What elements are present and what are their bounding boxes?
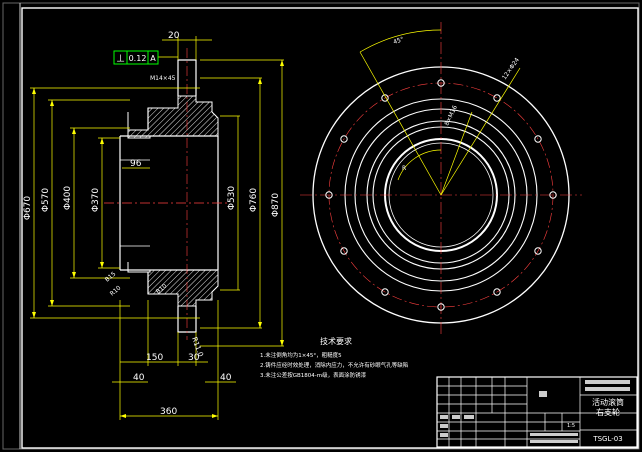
notes-item-3: 3.未注公差按GB1804-m级，表面涂防锈漆 bbox=[260, 371, 367, 379]
front-radius-label: R bbox=[402, 165, 406, 172]
dim-dia-570: Φ570 bbox=[41, 188, 51, 213]
drawing-scale: 1:5 bbox=[567, 423, 575, 429]
dim-dia-760: Φ760 bbox=[249, 188, 259, 213]
geometric-tolerance-frame: ⊥ 0.12 A bbox=[113, 50, 159, 65]
notes-title: 技术要求 bbox=[320, 336, 352, 346]
front-view: 45° 12×Φ24 8×M16 R bbox=[300, 22, 582, 334]
tolerance-symbol: ⊥ bbox=[116, 54, 125, 65]
bolt-holes bbox=[325, 79, 557, 311]
dim-w40a: 40 bbox=[133, 373, 145, 383]
tolerance-value: 0.12 bbox=[129, 54, 147, 63]
dim-bore-depth: 96 bbox=[130, 159, 142, 169]
dimension-extension-lines bbox=[30, 36, 284, 420]
part-name-line2: 右支轮 bbox=[596, 407, 620, 417]
section-view: ⊥ 0.12 A 20 M14×45 Φ670 Φ570 Φ400 Φ370 9… bbox=[23, 31, 284, 420]
dim-dia-530: Φ530 bbox=[227, 186, 237, 211]
dimension-arrows bbox=[32, 60, 284, 418]
dim-w40b: 40 bbox=[220, 373, 232, 383]
notes-item-2: 2.铸件应经时效处理，消除内应力，不允许有砂眼气孔等缺陷 bbox=[260, 361, 408, 369]
title-block: 活动滚筒 右支轮 1:5 TSGL-03 bbox=[436, 376, 638, 448]
dim-thread: M14×45 bbox=[150, 75, 176, 82]
dim-dia-400: Φ400 bbox=[63, 186, 73, 211]
dim-w150: 150 bbox=[146, 353, 163, 363]
dim-dia-370: Φ370 bbox=[91, 188, 101, 213]
front-annotations bbox=[359, 29, 521, 196]
dim-dia-670: Φ670 bbox=[23, 196, 33, 221]
dim-dia-870: Φ870 bbox=[271, 193, 281, 218]
dim-top-width: 20 bbox=[168, 31, 180, 41]
notes-item-1: 1.未注倒角均为1×45°，粗糙度5 bbox=[260, 351, 342, 359]
tolerance-datum: A bbox=[150, 54, 156, 63]
part-name-line1: 活动滚筒 bbox=[592, 397, 624, 407]
drawing-code: TSGL-03 bbox=[592, 435, 622, 443]
dim-w30: 30 bbox=[188, 353, 200, 363]
dim-total: 360 bbox=[160, 407, 177, 417]
technical-notes: 技术要求 1.未注倒角均为1×45°，粗糙度5 2.铸件应经时效处理，消除内应力… bbox=[260, 336, 408, 379]
front-angle-label: 45° bbox=[392, 36, 404, 46]
